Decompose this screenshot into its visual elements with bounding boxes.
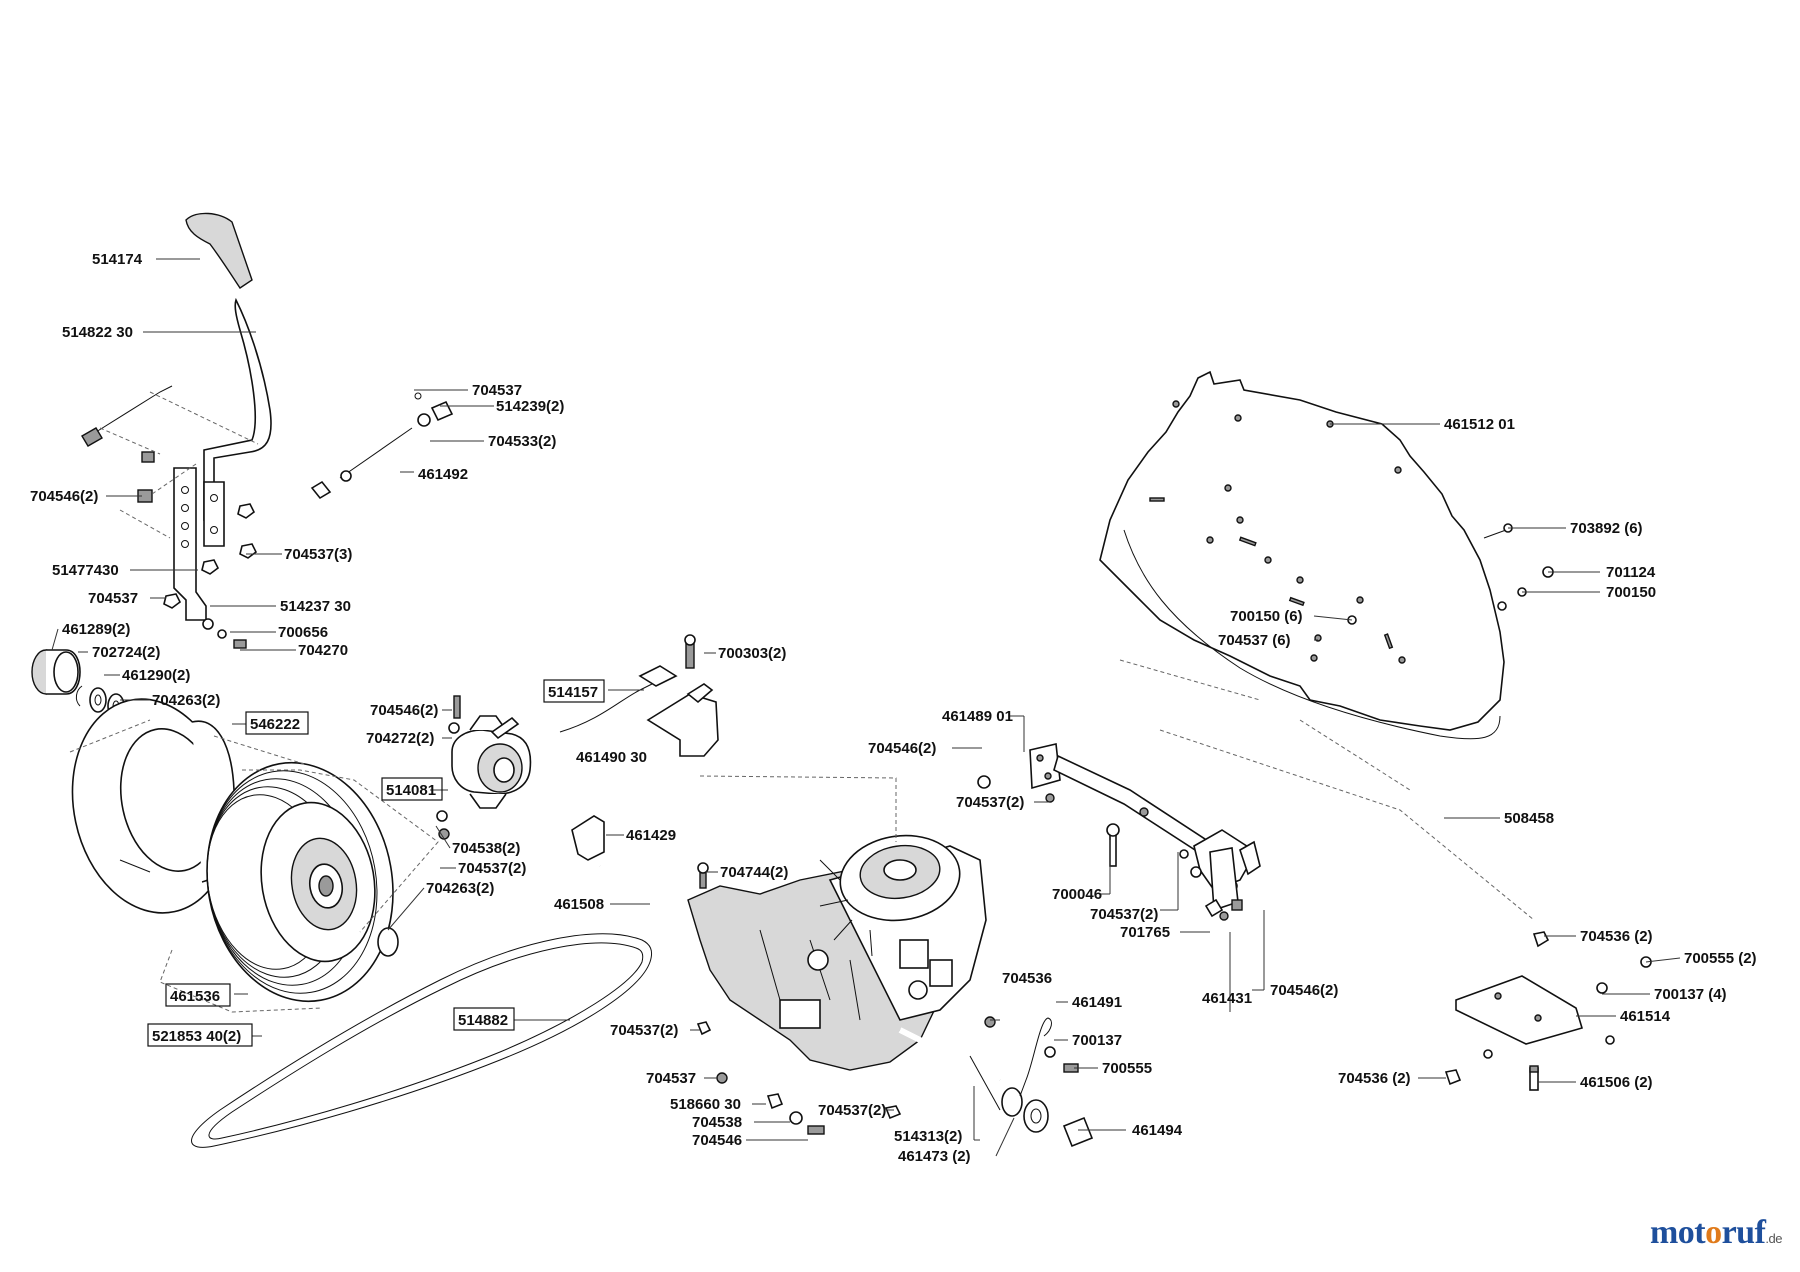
part-label-700555-2: 700555 (2) [1684,950,1757,967]
part-label-514313: 514313(2) [894,1128,962,1145]
bearing-housing [436,695,532,840]
cable-bracket [559,634,719,757]
wheel-right [206,761,399,1003]
part-label-704546-c: 704546 [692,1132,742,1149]
part-label-703892: 703892 (6) [1570,520,1643,537]
support-arm [977,743,1261,921]
part-label-546222: 546222 [250,716,300,733]
part-label-508458: 508458 [1504,810,1554,827]
part-label-700046: 700046 [1052,886,1102,903]
part-label-514822-30: 514822 30 [62,324,133,341]
part-label-704537-b: 704537 [88,590,138,607]
part-label-461536: 461536 [170,988,220,1005]
part-label-700137-4: 700137 (4) [1654,986,1727,1003]
part-label-461489-01: 461489 01 [942,708,1013,725]
part-label-700150: 700150 [1606,584,1656,601]
part-label-461492: 461492 [418,466,468,483]
part-label-704546-d: 704546(2) [868,740,936,757]
part-label-704537-2d: 704537(2) [956,794,1024,811]
part-label-461429: 461429 [626,827,676,844]
part-label-521853-40: 521853 40(2) [152,1028,241,1045]
part-label-701124: 701124 [1606,564,1656,581]
part-label-704546-e: 704546(2) [1270,982,1338,999]
part-label-700303: 700303(2) [718,645,786,662]
foot-plate [1444,931,1652,1091]
part-label-514882: 514882 [458,1012,508,1029]
part-label-700150-6: 700150 (6) [1230,608,1303,625]
part-label-704537-2e: 704537(2) [1090,906,1158,923]
parts-drawing [31,212,1652,1148]
part-label-700656: 700656 [278,624,328,641]
part-label-461473: 461473 (2) [898,1148,971,1165]
part-label-51477430: 51477430 [52,562,119,579]
part-label-514239: 514239(2) [496,398,564,415]
part-label-704263-b: 704263(2) [426,880,494,897]
part-label-704536: 704536 [1002,970,1052,987]
tire-left [71,698,235,914]
part-label-700137: 700137 [1072,1032,1122,1049]
part-label-704546-a: 704546(2) [30,488,98,505]
part-label-704744: 704744(2) [720,864,788,881]
wheel-hub-parts [31,649,125,719]
mounting-plate [1099,370,1505,740]
part-label-704537-2c: 704537(2) [818,1102,886,1119]
part-label-461508: 461508 [554,896,604,913]
part-label-461431: 461431 [1202,990,1252,1007]
part-label-704536-2a: 704536 (2) [1580,928,1653,945]
part-label-518660-30: 518660 30 [670,1096,741,1113]
label-boxes [147,679,605,1047]
part-label-704272: 704272(2) [366,730,434,747]
drive-belt [191,933,653,1148]
part-label-704537-2a: 704537(2) [458,860,526,877]
part-label-461289: 461289(2) [62,621,130,638]
part-labels: 514174 514822 30 704537 514239(2) 704533… [30,251,1757,1165]
lever-bracket [173,467,225,621]
part-label-704546-b: 704546(2) [370,702,438,719]
part-label-704537-c: 704537 [646,1070,696,1087]
part-label-704538: 704538 [692,1114,742,1131]
part-label-704537-a: 704537 [472,382,522,399]
part-label-704537-2b: 704537(2) [610,1022,678,1039]
part-label-514174: 514174 [92,251,143,268]
part-label-514237-30: 514237 30 [280,598,351,615]
part-label-704263-a: 704263(2) [152,692,220,709]
part-label-704537-6: 704537 (6) [1218,632,1291,649]
part-label-461512-01: 461512 01 [1444,416,1515,433]
linkage-rod [310,392,454,500]
part-label-461491: 461491 [1072,994,1122,1011]
transaxle [687,834,1002,1111]
brand-logo: motoruf.de [1649,1214,1783,1251]
part-label-704536-2b: 704536 (2) [1338,1070,1411,1087]
part-label-704537-3: 704537(3) [284,546,352,563]
part-label-461514: 461514 [1620,1008,1671,1025]
assembly-lines [69,391,1535,1013]
part-label-704538-2: 704538(2) [452,840,520,857]
part-label-700555: 700555 [1102,1060,1152,1077]
part-label-461490-30: 461490 30 [576,749,647,766]
part-label-704270: 704270 [298,642,348,659]
transaxle-fasteners [696,862,1094,1148]
axle-assembly [571,815,691,908]
part-label-701765: 701765 [1120,924,1170,941]
part-label-702724: 702724(2) [92,644,160,661]
part-label-461506: 461506 (2) [1580,1074,1653,1091]
part-label-461494: 461494 [1132,1122,1183,1139]
part-label-704533: 704533(2) [488,433,556,450]
part-label-514157: 514157 [548,684,598,701]
leader-lines [51,258,1681,1157]
part-label-461290: 461290(2) [122,667,190,684]
part-label-514081: 514081 [386,782,436,799]
